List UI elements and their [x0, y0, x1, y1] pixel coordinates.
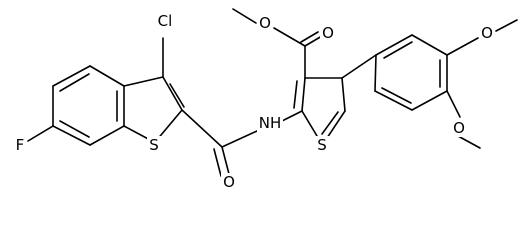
atom-label-cl: Cl: [158, 12, 173, 30]
atom-label-o-ester-carbonyl: O: [322, 24, 334, 42]
atom-label-o-methoxy-meta: O: [453, 119, 465, 137]
molecule-structure: Cl F S S NH O O O O O: [13, 8, 518, 191]
thiophene-ring-central: [293, 77, 346, 142]
atom-o-ester-carbonyl: O: [320, 24, 336, 42]
bond-meta-methyl: [457, 135, 481, 149]
dimethoxyphenyl-ring: [341, 34, 448, 111]
methyl-ester: [232, 8, 323, 79]
atom-o-ester-ether: O: [257, 14, 273, 32]
atom-label-s-benzothiophene: S: [149, 136, 159, 154]
atom-f: F: [13, 136, 27, 154]
atom-label-s-thiophene: S: [317, 136, 327, 154]
atom-s-thiophene: S: [315, 136, 329, 154]
atom-o-amide: O: [221, 173, 237, 191]
atom-cl: Cl: [154, 12, 176, 30]
atom-label-o-amide: O: [223, 173, 235, 191]
atom-s-benzothiophene: S: [147, 136, 161, 154]
thiophene-ring-benzothiophene: [123, 76, 185, 142]
bond-meta-oxygen: [446, 90, 461, 118]
bond-c6-f: [27, 125, 54, 142]
atom-label-nh: NH: [259, 114, 282, 132]
atom-o-methoxy-meta: O: [451, 119, 467, 137]
atom-label-f: F: [16, 136, 25, 154]
atom-label-o-ester-ether: O: [259, 14, 271, 32]
atom-label-o-methoxy-para: O: [481, 24, 493, 42]
atom-nh: NH: [257, 114, 283, 132]
structure-canvas: Cl F S S NH O O O O O: [13, 8, 518, 191]
bond-para-oxygen: [446, 37, 479, 56]
benzene-ring-benzothiophene: [52, 65, 125, 146]
bond-para-methyl: [495, 19, 518, 32]
atom-o-methoxy-para: O: [479, 24, 495, 42]
amide-linker: [181, 109, 303, 177]
